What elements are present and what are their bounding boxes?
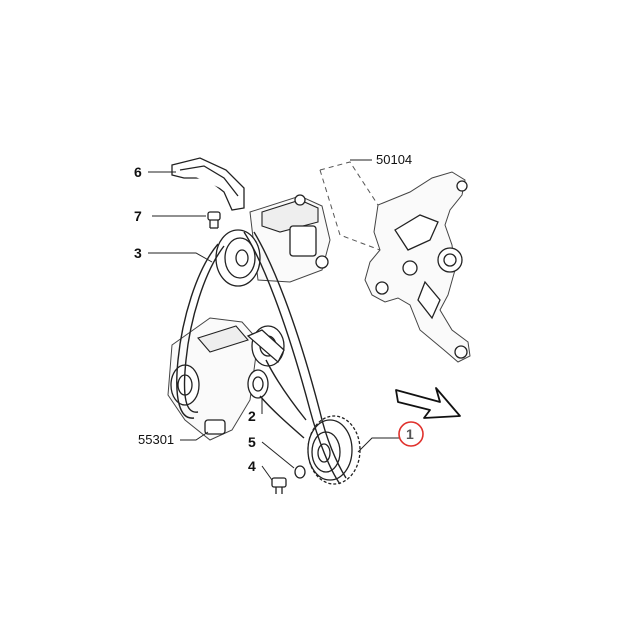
poly-v-belt xyxy=(176,231,347,485)
label-1-callout: 1 xyxy=(357,421,424,453)
dashed-assembly-outline xyxy=(319,161,381,251)
arrow-icon xyxy=(395,387,461,419)
label-50104-callout: 50104 xyxy=(350,152,412,167)
engine-mount-bracket xyxy=(364,171,471,363)
label-2: 2 xyxy=(248,408,256,424)
label-2-callout: 2 xyxy=(248,396,263,424)
label-1: 1 xyxy=(406,426,414,442)
label-3: 3 xyxy=(134,245,142,261)
label-6-callout: 6 xyxy=(134,164,176,180)
label-3-callout: 3 xyxy=(134,245,213,263)
label-5: 5 xyxy=(248,434,256,450)
label-7-callout: 7 xyxy=(134,208,206,224)
idler-pulley-2 xyxy=(247,369,269,399)
label-55301-callout: 55301 xyxy=(138,431,209,447)
washer-5 xyxy=(294,465,306,479)
label-4: 4 xyxy=(248,458,256,474)
bolt-7 xyxy=(207,211,221,229)
highlight-circle xyxy=(398,421,424,447)
label-7: 7 xyxy=(134,208,142,224)
label-4-callout: 4 xyxy=(248,458,273,481)
label-5-callout: 5 xyxy=(248,434,295,469)
bolt-4 xyxy=(271,477,287,494)
tensioner-arm xyxy=(171,157,245,211)
label-50104: 50104 xyxy=(376,152,412,167)
label-6: 6 xyxy=(134,164,142,180)
compressor xyxy=(249,194,331,283)
tensioner-pulley xyxy=(246,325,285,367)
label-55301: 55301 xyxy=(138,432,174,447)
compressor-pulley xyxy=(215,229,261,287)
